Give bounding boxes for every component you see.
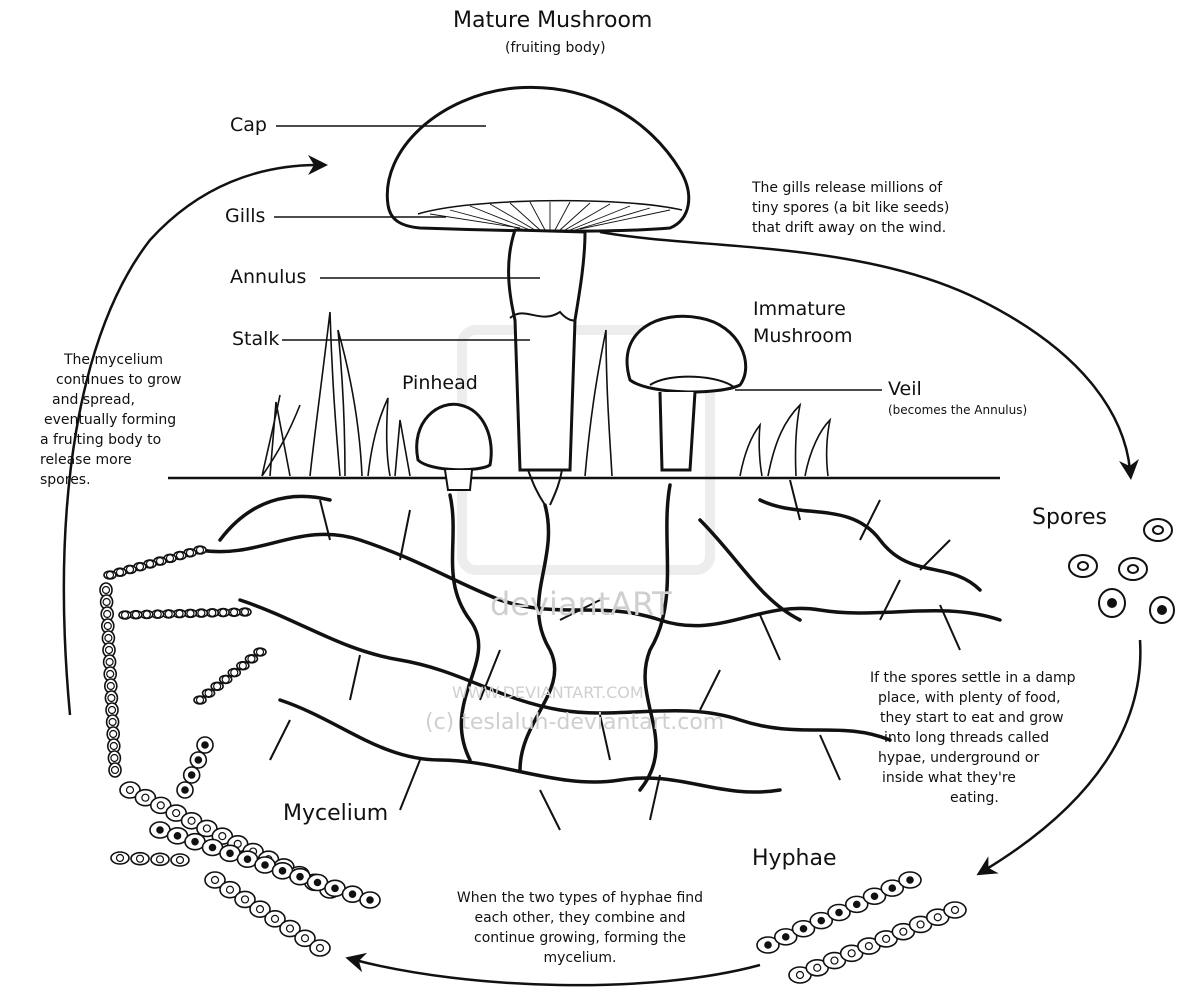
cell-nucleus bbox=[244, 856, 250, 862]
note-gills-line: that drift away on the wind. bbox=[752, 218, 949, 238]
note-line: The mycelium bbox=[40, 350, 181, 370]
mushroom-stalk bbox=[509, 230, 585, 470]
note-line: inside what they're bbox=[870, 768, 1076, 788]
cell-nucleus bbox=[174, 833, 180, 839]
cell bbox=[211, 682, 223, 690]
note-line: eventually forming bbox=[40, 410, 181, 430]
watermark-url: WWW.DEVIANTART.COM bbox=[452, 683, 644, 702]
cell-nucleus bbox=[202, 742, 208, 748]
note-line: spores. bbox=[40, 470, 181, 490]
diagram-title: Mature Mushroom bbox=[453, 8, 652, 33]
note-line: When the two types of hyphae find bbox=[425, 888, 735, 908]
cell bbox=[310, 940, 330, 956]
label-pinhead: Pinhead bbox=[402, 372, 478, 394]
cell-nucleus bbox=[367, 897, 373, 903]
cell-nucleus bbox=[783, 934, 789, 940]
cell-nucleus bbox=[227, 850, 233, 856]
spores-group bbox=[1069, 519, 1174, 623]
note-mycelium-grow: The mycelium continues to grow and sprea… bbox=[40, 350, 181, 490]
note-line: release more bbox=[40, 450, 181, 470]
label-spores: Spores bbox=[1032, 505, 1107, 530]
cell-nucleus bbox=[854, 901, 860, 907]
cell-nucleus bbox=[332, 885, 338, 891]
note-line: mycelium. bbox=[425, 948, 735, 968]
label-mycelium: Mycelium bbox=[283, 801, 388, 826]
note-line: hypae, underground or bbox=[870, 748, 1076, 768]
immature-mushroom bbox=[627, 316, 746, 470]
cell bbox=[109, 763, 121, 777]
note-line: continue growing, forming the bbox=[425, 928, 735, 948]
note-line: place, with plenty of food, bbox=[870, 688, 1076, 708]
cell bbox=[203, 689, 215, 697]
cell-nucleus bbox=[195, 757, 201, 763]
cell-nucleus bbox=[800, 926, 806, 932]
cell bbox=[131, 853, 149, 865]
cell bbox=[944, 902, 966, 918]
watermark-credit: (c) teslaluh-deviantart.com bbox=[425, 710, 724, 735]
label-veil: Veil bbox=[888, 378, 922, 400]
cell-nucleus bbox=[889, 885, 895, 891]
cell-nucleus bbox=[157, 827, 163, 833]
cell-nucleus bbox=[765, 942, 771, 948]
label-gills: Gills bbox=[225, 205, 265, 227]
cell bbox=[171, 854, 189, 866]
cell-nucleus bbox=[349, 891, 355, 897]
label-immature-line1: Immature bbox=[753, 298, 846, 320]
watermark-brand: deviantART bbox=[490, 585, 672, 623]
cell-nucleus bbox=[279, 868, 285, 874]
cell bbox=[220, 675, 232, 683]
cell bbox=[254, 648, 266, 656]
cell-nucleus bbox=[871, 893, 877, 899]
cell bbox=[119, 611, 131, 619]
cell bbox=[245, 655, 257, 663]
cell-nucleus bbox=[836, 909, 842, 915]
cell bbox=[104, 571, 116, 579]
note-line: into long threads called bbox=[870, 728, 1076, 748]
label-annulus: Annulus bbox=[230, 266, 306, 288]
note-gills: The gills release millions of tiny spore… bbox=[752, 178, 949, 238]
note-line: a fruiting body to bbox=[40, 430, 181, 450]
cell bbox=[194, 696, 206, 704]
note-spores-settle: If the spores settle in a damp place, wi… bbox=[870, 668, 1076, 808]
cell-nucleus bbox=[297, 873, 303, 879]
cell-nucleus bbox=[314, 879, 320, 885]
note-hyphae-combine: When the two types of hyphae find each o… bbox=[425, 888, 735, 968]
cycle-arrows bbox=[64, 165, 1140, 985]
note-gills-line: The gills release millions of bbox=[752, 178, 949, 198]
mycelium-hyphae-chains bbox=[100, 546, 380, 956]
label-stalk: Stalk bbox=[232, 328, 279, 350]
cell-nucleus bbox=[188, 772, 194, 778]
label-hyphae: Hyphae bbox=[752, 846, 837, 871]
note-line: continues to grow bbox=[40, 370, 181, 390]
cell-nucleus bbox=[192, 838, 198, 844]
hyphae-chains bbox=[757, 872, 966, 983]
note-gills-line: tiny spores (a bit like seeds) bbox=[752, 198, 949, 218]
cell-nucleus bbox=[209, 844, 215, 850]
note-line: eating. bbox=[870, 788, 1076, 808]
label-immature-line2: Mushroom bbox=[753, 325, 853, 347]
cell-nucleus bbox=[262, 862, 268, 868]
label-veil-note: (becomes the Annulus) bbox=[888, 403, 1027, 417]
cell-nucleus bbox=[182, 787, 188, 793]
cell bbox=[151, 853, 169, 865]
cell bbox=[237, 662, 249, 670]
label-cap: Cap bbox=[230, 114, 267, 136]
cell bbox=[111, 852, 129, 864]
note-line: each other, they combine and bbox=[425, 908, 735, 928]
cell-nucleus bbox=[907, 877, 913, 883]
note-line: If the spores settle in a damp bbox=[870, 668, 1076, 688]
cell bbox=[228, 669, 240, 677]
cell-nucleus bbox=[818, 917, 824, 923]
note-line: and spread, bbox=[40, 390, 181, 410]
diagram-subtitle: (fruiting body) bbox=[505, 40, 606, 56]
note-line: they start to eat and grow bbox=[870, 708, 1076, 728]
